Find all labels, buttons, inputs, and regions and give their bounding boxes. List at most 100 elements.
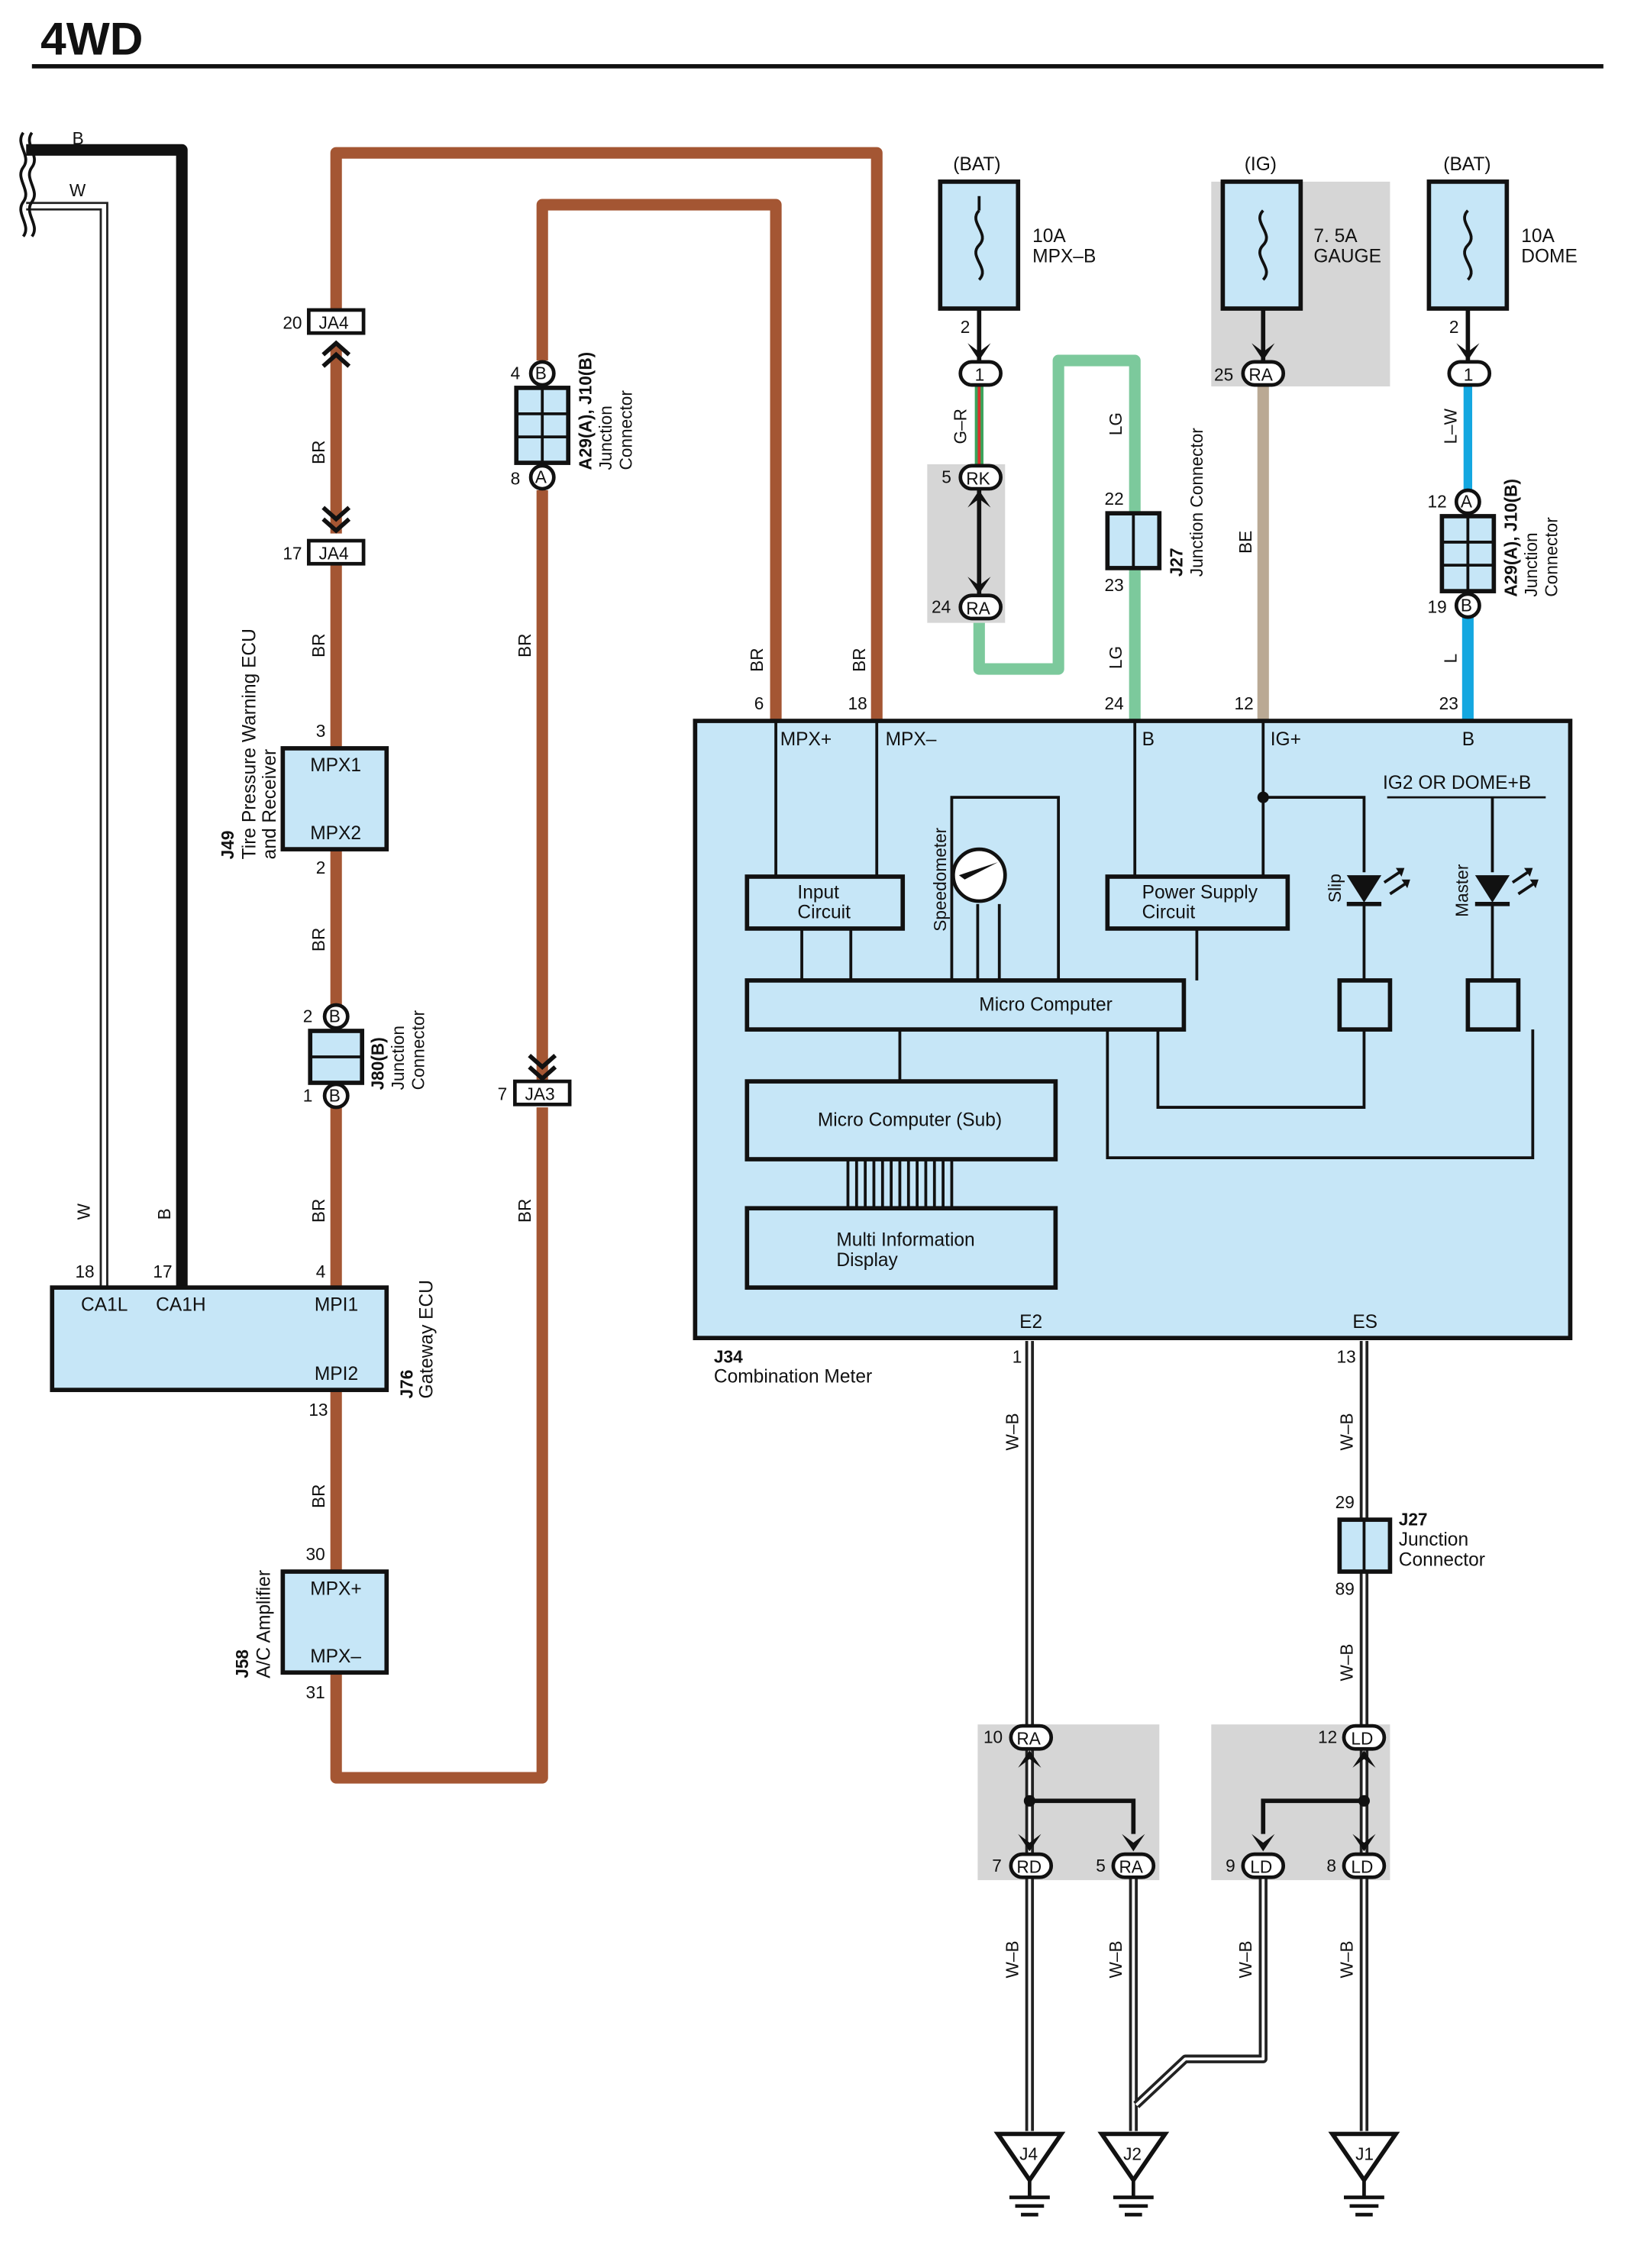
ja4-bottom-connector: 17 JA4 [283, 506, 366, 566]
label-br-7: BR [515, 1199, 535, 1223]
svg-text:Junction: Junction [596, 405, 615, 470]
svg-text:Junction: Junction [1521, 532, 1541, 596]
svg-text:(BAT): (BAT) [953, 154, 1000, 175]
ground-j1: J1 [1328, 2131, 1400, 2217]
svg-text:(IG): (IG) [1245, 154, 1277, 175]
svg-text:RK: RK [966, 468, 990, 488]
label-gr: G–R [950, 409, 970, 444]
svg-text:2: 2 [303, 1006, 313, 1026]
svg-text:17: 17 [153, 1262, 172, 1281]
fuse-gauge: (IG) 7. 5A GAUGE 25 [1214, 154, 1381, 385]
svg-text:10A: 10A [1032, 226, 1066, 247]
svg-text:12: 12 [1428, 492, 1447, 512]
label-br-4: BR [308, 1199, 328, 1223]
wire-br-outer [330, 147, 883, 722]
svg-text:6: 6 [754, 693, 764, 713]
svg-text:LD: LD [1351, 1729, 1373, 1749]
ground-icon [1009, 2179, 1050, 2217]
svg-text:7. 5A: 7. 5A [1313, 226, 1358, 247]
svg-text:LD: LD [1250, 1857, 1272, 1877]
speedometer-icon [951, 847, 1007, 903]
label-br-6: BR [515, 634, 535, 657]
arrow-icons [967, 343, 1480, 361]
svg-text:10A: 10A [1521, 226, 1555, 247]
ja3-connector: 7 JA3 [498, 1053, 572, 1107]
ground-icon [1113, 2179, 1154, 2217]
ground-j2: J2 [1097, 2131, 1170, 2217]
svg-text:J2: J2 [1123, 2144, 1142, 2163]
svg-text:J4: J4 [1019, 2144, 1038, 2163]
wire-break-icon [19, 131, 27, 237]
label-br-1: BR [308, 441, 328, 464]
label-wb-2: W–B [1336, 1413, 1356, 1450]
svg-text:Micro Computer (Sub): Micro Computer (Sub) [818, 1110, 1002, 1131]
svg-text:A: A [1461, 492, 1473, 512]
svg-text:A/C Amplifier: A/C Amplifier [254, 1570, 274, 1678]
svg-text:20: 20 [283, 312, 302, 332]
svg-text:22: 22 [1105, 489, 1124, 509]
svg-text:Junction Connector: Junction Connector [1187, 428, 1206, 577]
svg-text:JA3: JA3 [525, 1084, 555, 1104]
wire-w-white [26, 202, 108, 1288]
svg-text:B: B [329, 1086, 341, 1106]
conn-pill [1447, 360, 1492, 387]
wire-lg [973, 354, 1141, 722]
svg-text:23: 23 [1105, 575, 1124, 595]
svg-text:J34: J34 [714, 1346, 743, 1366]
label-be: BE [1235, 531, 1255, 554]
svg-text:24: 24 [1105, 693, 1124, 713]
ra-splice: 10 RA 7 RD 5 RA [983, 1724, 1156, 1879]
svg-text:A29(A), J10(B): A29(A), J10(B) [575, 352, 595, 470]
fuse-icon [1463, 209, 1473, 281]
svg-text:5: 5 [1096, 1856, 1106, 1875]
svg-text:2: 2 [961, 317, 971, 337]
label-wb-1: W–B [1002, 1413, 1022, 1450]
svg-text:J27: J27 [1399, 1510, 1428, 1530]
svg-text:1: 1 [975, 364, 985, 384]
svg-text:MPX+: MPX+ [780, 729, 832, 750]
svg-text:MPX–: MPX– [886, 729, 937, 750]
label-b-vert: B [154, 1208, 174, 1220]
label-br-2: BR [308, 634, 328, 657]
svg-text:Input: Input [797, 882, 839, 903]
svg-text:24: 24 [932, 596, 951, 616]
ja4-top-connector: 20 JA4 [283, 308, 366, 368]
label-wb-6: W–B [1235, 1940, 1255, 1978]
svg-text:7: 7 [498, 1084, 508, 1104]
svg-text:Master: Master [1452, 864, 1471, 917]
svg-text:J27: J27 [1167, 548, 1187, 577]
svg-text:30: 30 [306, 1544, 325, 1564]
label-wb-4: W–B [1002, 1940, 1022, 1978]
wire-br-bottom [330, 1107, 548, 1784]
svg-text:8: 8 [1326, 1856, 1336, 1875]
svg-text:A29(A), J10(B): A29(A), J10(B) [1501, 479, 1521, 597]
svg-text:Power Supply: Power Supply [1142, 882, 1258, 903]
page-title: 4WD [40, 13, 143, 65]
svg-text:MPX–: MPX– [310, 1646, 361, 1667]
label-wb-7: W–B [1336, 1940, 1356, 1978]
ground-j4: J4 [993, 2131, 1066, 2217]
svg-text:B: B [535, 363, 547, 383]
ground-icon [1343, 2179, 1384, 2217]
label-wb-5: W–B [1106, 1940, 1126, 1978]
j34-combination-meter: 6 18 24 12 23 MPX+ MPX– B IG+ B IG2 OR D… [693, 693, 1573, 1388]
svg-text:2: 2 [1449, 317, 1459, 337]
svg-text:17: 17 [283, 544, 302, 564]
fuse-dome: (BAT) 10A DOME 2 [1426, 154, 1578, 337]
fuse-icon [1258, 209, 1268, 281]
label-wb-3: W–B [1336, 1643, 1356, 1681]
label-lg-2: LG [1106, 646, 1126, 669]
svg-text:1: 1 [303, 1086, 313, 1106]
svg-text:JA4: JA4 [319, 312, 349, 332]
svg-text:Connector: Connector [615, 390, 635, 470]
svg-text:ES: ES [1352, 1312, 1377, 1333]
svg-text:RA: RA [1248, 364, 1273, 384]
label-br-3: BR [308, 928, 328, 951]
svg-text:A: A [535, 467, 547, 487]
label-lg-1: LG [1106, 412, 1126, 435]
master-led-icon [1474, 867, 1539, 906]
svg-text:89: 89 [1335, 1578, 1355, 1598]
svg-text:MPX–B: MPX–B [1032, 247, 1096, 267]
svg-text:13: 13 [1337, 1346, 1356, 1366]
svg-text:10: 10 [983, 1727, 1003, 1747]
